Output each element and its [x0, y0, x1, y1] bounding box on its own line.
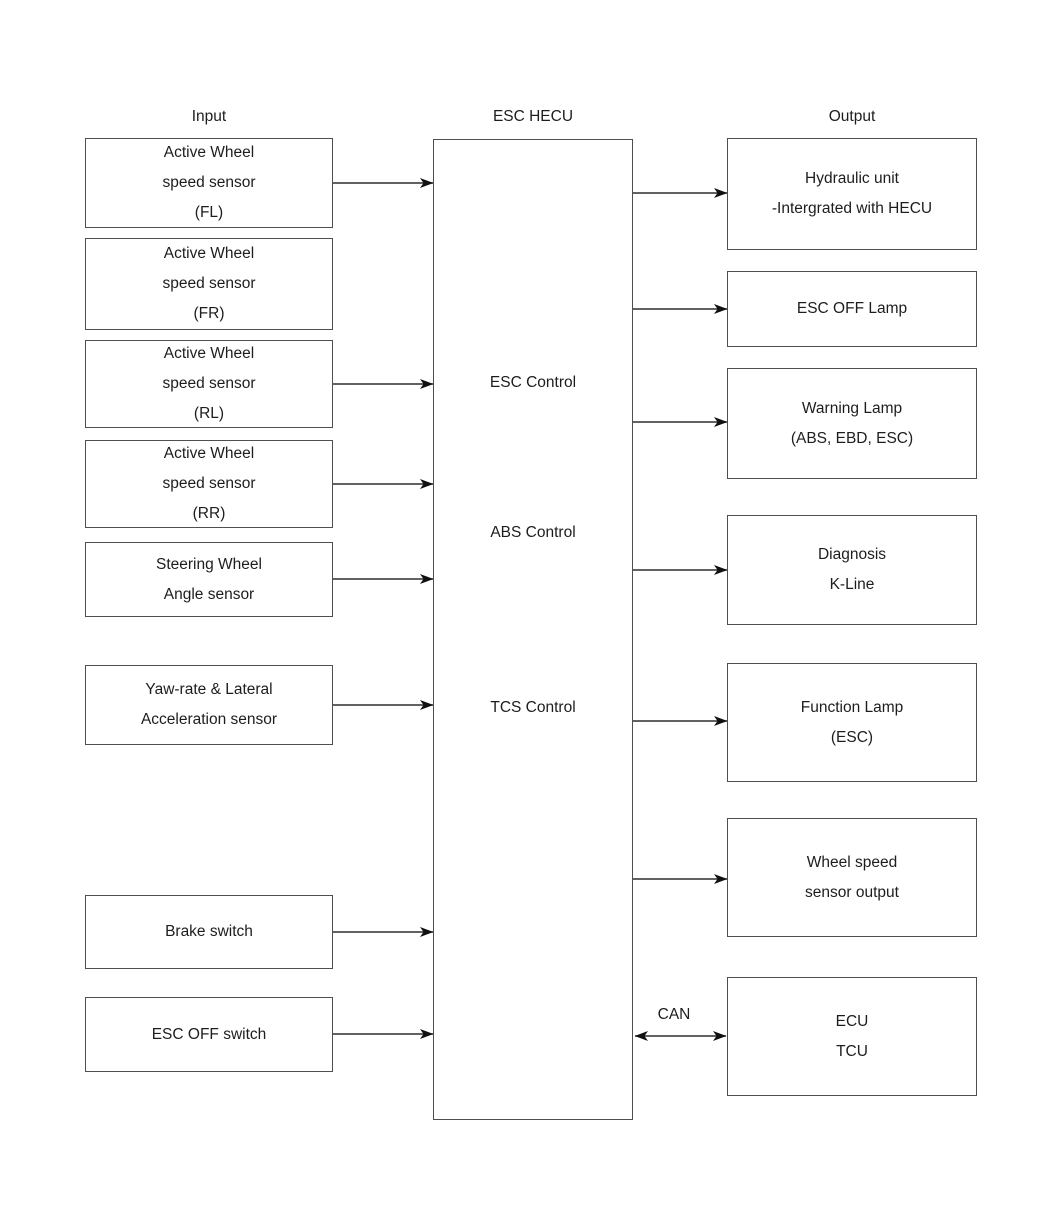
esc-hecu-header: ESC HECU: [492, 108, 574, 125]
box-line: Function Lamp: [800, 698, 904, 716]
box-line: Angle sensor: [163, 585, 255, 603]
box-line: speed sensor: [162, 375, 256, 392]
box-line: Acceleration sensor: [140, 711, 278, 728]
box-line: ECU: [835, 1012, 869, 1030]
input-box-esc-off-switch: ESC OFF switch: [85, 997, 333, 1072]
input-box-wheel-speed-fl: Active Wheel speed sensor (FL): [85, 138, 333, 228]
hecu-label-abs-control: ABS Control: [490, 524, 576, 541]
box-line: -Intergrated with HECU: [771, 200, 933, 217]
input-box-wheel-speed-rr: Active Wheel speed sensor (RR): [85, 440, 333, 528]
box-line: (RL): [193, 405, 225, 422]
output-column-header: Output: [828, 108, 876, 125]
box-line: (RR): [192, 505, 226, 522]
box-line: Active Wheel: [163, 245, 255, 262]
box-line: (FR): [193, 305, 225, 322]
box-line: Active Wheel: [163, 144, 255, 161]
output-box-esc-off-lamp: ESC OFF Lamp: [727, 271, 977, 347]
input-box-wheel-speed-rl: Active Wheel speed sensor (RL): [85, 340, 333, 428]
box-line: Steering Wheel: [156, 555, 262, 573]
box-line: Active Wheel: [163, 445, 255, 462]
box-line: Warning Lamp: [801, 399, 903, 417]
box-line: sensor output: [805, 883, 899, 901]
box-line: K-Line: [829, 576, 875, 593]
output-box-function-lamp: Function Lamp (ESC): [727, 663, 977, 782]
box-line: speed sensor: [162, 275, 256, 292]
esc-hecu-box: ESC Control ABS Control TCS Control: [433, 139, 633, 1120]
box-line: Yaw-rate & Lateral: [145, 681, 273, 698]
input-box-wheel-speed-fr: Active Wheel speed sensor (FR): [85, 238, 333, 330]
box-line: (FL): [194, 204, 224, 221]
input-box-brake-switch: Brake switch: [85, 895, 333, 969]
hecu-label-esc-control: ESC Control: [489, 374, 577, 391]
box-line: ESC OFF switch: [151, 1025, 267, 1043]
box-line: ESC OFF Lamp: [796, 300, 908, 317]
input-box-yaw-rate: Yaw-rate & Lateral Acceleration sensor: [85, 665, 333, 745]
box-line: (ESC): [830, 728, 874, 746]
box-line: speed sensor: [162, 475, 256, 492]
hecu-label-tcs-control: TCS Control: [490, 699, 576, 716]
box-line: Hydraulic unit: [805, 170, 899, 187]
output-box-diagnosis-kline: Diagnosis K-Line: [727, 515, 977, 625]
output-box-ecu-tcu: ECU TCU: [727, 977, 977, 1096]
box-line: Diagnosis: [817, 546, 887, 563]
box-line: Wheel speed: [806, 853, 898, 871]
output-box-wheel-speed-output: Wheel speed sensor output: [727, 818, 977, 937]
box-line: (ABS, EBD, ESC): [790, 429, 914, 447]
can-bus-label: CAN: [657, 1006, 691, 1023]
box-line: Brake switch: [165, 923, 253, 940]
box-line: Active Wheel: [163, 345, 255, 362]
box-line: TCU: [836, 1042, 868, 1060]
output-box-warning-lamp: Warning Lamp (ABS, EBD, ESC): [727, 368, 977, 479]
output-box-hydraulic-unit: Hydraulic unit -Intergrated with HECU: [727, 138, 977, 250]
input-column-header: Input: [191, 108, 227, 125]
box-line: speed sensor: [162, 174, 256, 191]
input-box-steering-angle: Steering Wheel Angle sensor: [85, 542, 333, 617]
